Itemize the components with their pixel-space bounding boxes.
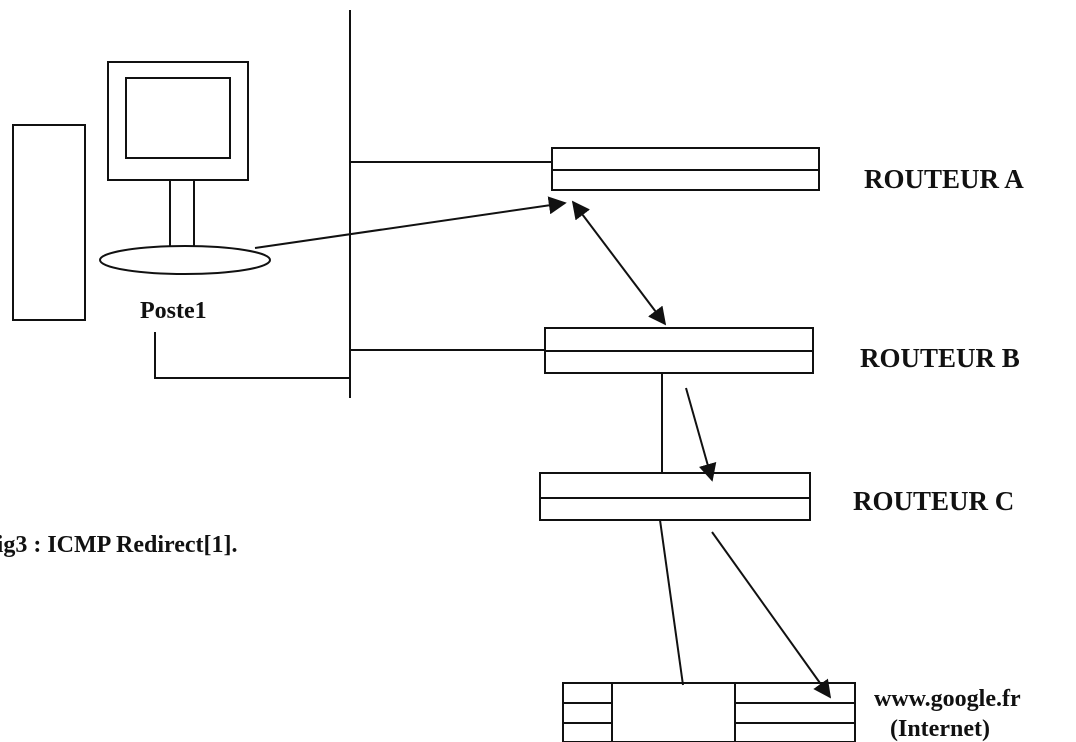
- arrow-router-a-router-b: [573, 202, 665, 324]
- link-router-c-internet: [660, 520, 683, 685]
- host-label: Poste1: [140, 298, 207, 324]
- monitor-stand: [170, 180, 194, 248]
- router-a-label: ROUTEUR A: [864, 164, 1024, 194]
- tower-case: [13, 125, 85, 320]
- host-lan-link: [155, 332, 350, 378]
- monitor-frame: [108, 62, 248, 180]
- internet-server-box: [563, 683, 855, 742]
- monitor-base: [100, 246, 270, 274]
- arrow-router-b-to-router-c: [686, 388, 712, 480]
- router-c-box: [540, 473, 810, 520]
- router-b-label: ROUTEUR B: [860, 343, 1020, 373]
- router-a-box: [552, 148, 819, 190]
- workstation-icon: [13, 62, 270, 320]
- monitor-screen: [126, 78, 230, 158]
- router-c-label: ROUTEUR C: [853, 486, 1014, 516]
- arrow-host-to-router-a: [255, 203, 565, 248]
- arrow-router-c-to-internet: [712, 532, 830, 697]
- destination-label: www.google.fr: [874, 686, 1021, 712]
- destination-sublabel: (Internet): [890, 716, 990, 742]
- router-b-box: [545, 328, 813, 373]
- figure-caption: Fig3 : ICMP Redirect[1].: [0, 532, 237, 558]
